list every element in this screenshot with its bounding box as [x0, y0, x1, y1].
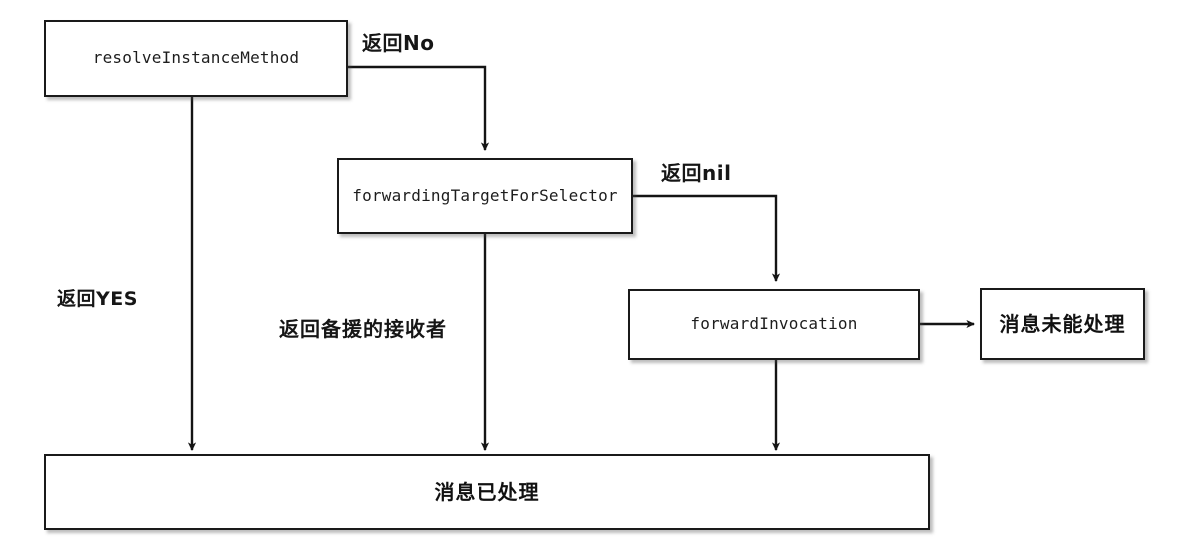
- connector-forwardingtarget-to-forwardinvocation: [633, 194, 781, 283]
- node-message-handled[interactable]: 消息已处理: [44, 454, 930, 530]
- connector-resolve-to-forwardingtarget: [348, 65, 490, 152]
- edge-label-return-backup-receiver: 返回备援的接收者: [279, 317, 447, 341]
- node-forwarding-target-for-selector[interactable]: forwardingTargetForSelector: [337, 158, 633, 234]
- node-label: forwardingTargetForSelector: [352, 185, 618, 205]
- node-label: 消息已处理: [434, 479, 540, 504]
- node-label: resolveInstanceMethod: [92, 48, 300, 68]
- edge-label-return-no: 返回No: [362, 31, 435, 55]
- edge-label-return-nil: 返回nil: [661, 161, 732, 185]
- edge-label-return-yes: 返回YES: [57, 288, 138, 310]
- node-message-unhandled[interactable]: 消息未能处理: [980, 288, 1145, 360]
- node-resolve-instance-method[interactable]: resolveInstanceMethod: [44, 20, 348, 97]
- node-label: forwardInvocation: [690, 314, 858, 334]
- node-forward-invocation[interactable]: forwardInvocation: [628, 289, 920, 360]
- node-label: 消息未能处理: [999, 311, 1126, 336]
